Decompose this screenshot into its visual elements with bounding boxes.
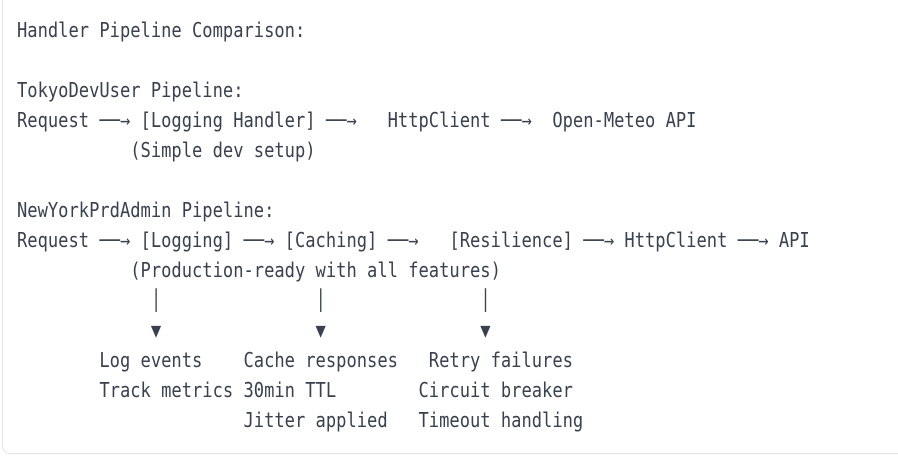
pipeline-diagram: Handler Pipeline Comparison: TokyoDevUse… [17,15,810,435]
spacer-line [17,165,807,195]
pipeline1-name: TokyoDevUser Pipeline: [17,78,244,102]
pipeline2-note: (Production-ready with all features) [17,258,501,282]
spacer-line [17,45,807,75]
connector-arrowheads-line: ▼ ▼ ▼ [17,318,491,342]
pipeline2-name: NewYorkPrdAdmin Pipeline: [17,198,275,222]
annotation-row: Track metrics 30min TTL Circuit breaker [17,378,573,402]
code-block-card: Handler Pipeline Comparison: TokyoDevUse… [2,0,898,454]
annotation-row: Log events Cache responses Retry failure… [17,348,573,372]
annotation-row: Jitter applied Timeout handling [17,408,584,432]
connector-bars-line: │ │ │ [17,288,491,312]
diagram-title: Handler Pipeline Comparison: [17,18,306,42]
pipeline1-note: (Simple dev setup) [17,138,316,162]
pipeline2-flow: Request ──→ [Logging] ──→ [Caching] ──→ … [17,228,810,252]
pipeline1-flow: Request ──→ [Logging Handler] ──→ HttpCl… [17,108,697,132]
